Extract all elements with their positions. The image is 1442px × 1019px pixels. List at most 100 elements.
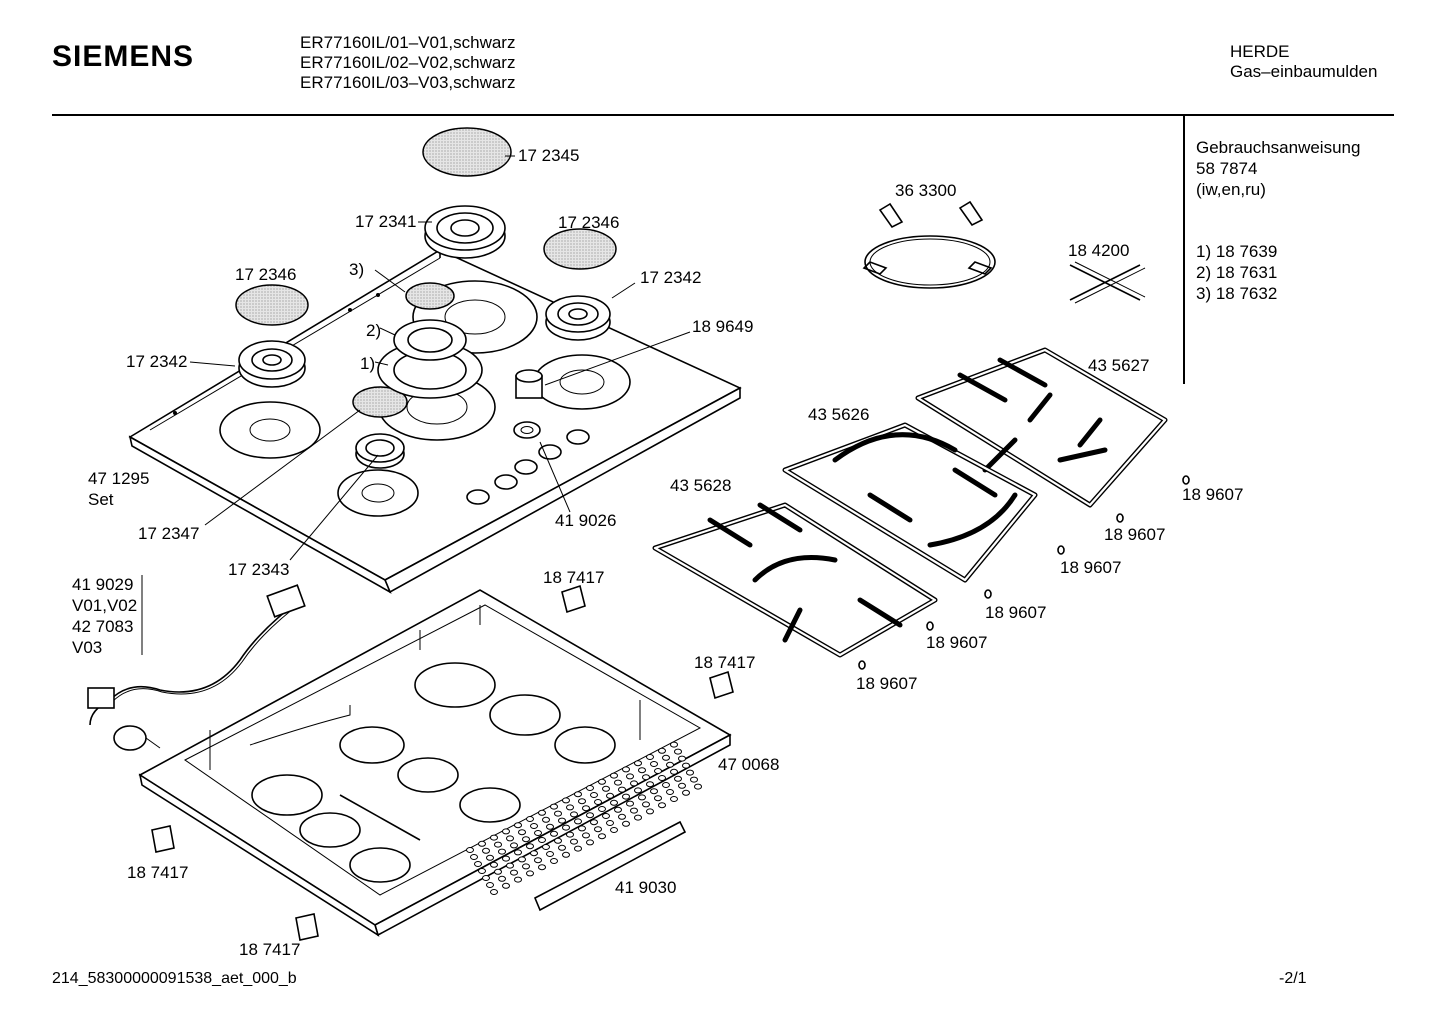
vent-hole: [654, 768, 662, 774]
vent-hole: [514, 849, 522, 856]
burner-heads: [238, 205, 611, 469]
vent-hole: [650, 761, 658, 767]
vent-hole: [662, 782, 670, 788]
vent-hole: [522, 836, 530, 843]
vent-hole: [618, 813, 626, 820]
vent-hole: [678, 755, 686, 762]
vent-hole: [622, 820, 630, 827]
tray-mounts: [251, 662, 616, 883]
label-363300: 36 3300: [895, 181, 957, 200]
vent-hole: [618, 786, 626, 793]
vent-hole: [666, 761, 674, 768]
vent-hole: [478, 840, 486, 847]
label-189607-5: 18 9607: [926, 633, 988, 652]
vent-hole: [554, 810, 562, 817]
label-172346-left: 17 2346: [235, 265, 297, 284]
document-id: 214_58300000091538_aet_000_b: [52, 970, 297, 987]
vent-hole: [598, 806, 606, 812]
vent-hole: [674, 775, 682, 782]
vent-hole: [562, 851, 570, 858]
vent-hole: [526, 870, 534, 877]
vent-hole: [626, 773, 634, 780]
vent-hole: [550, 830, 558, 837]
mounting-clips: [151, 584, 734, 941]
vent-hole: [490, 889, 498, 895]
label-187417-2: 18 7417: [694, 653, 756, 672]
vent-hole: [526, 816, 534, 822]
vent-hole: [558, 817, 566, 824]
vent-hole: [490, 834, 498, 841]
vent-hole: [574, 818, 582, 825]
model-line-1: ER77160IL/01–V01,schwarz: [300, 33, 516, 52]
vent-hole: [534, 857, 542, 864]
wok-ring-part: [862, 200, 996, 289]
vent-hole: [598, 778, 606, 785]
vent-hole: [562, 824, 570, 831]
vent-hole: [670, 741, 678, 748]
vent-hole: [518, 829, 526, 836]
label-ref-1: 1): [360, 354, 376, 373]
leader-lines: [189, 155, 691, 561]
vent-hole: [594, 799, 602, 805]
vent-hole: [586, 839, 594, 846]
manual-languages: (iw,en,ru): [1196, 180, 1266, 199]
label-471295-set: Set: [88, 490, 114, 509]
vent-hole: [634, 814, 642, 821]
brand-logo: SIEMENS: [52, 40, 195, 73]
vent-hole: [694, 783, 702, 790]
vent-hole: [514, 876, 522, 883]
vent-hole: [606, 820, 614, 826]
label-ref-2: 2): [366, 321, 382, 340]
vent-hole: [582, 805, 590, 812]
vent-hole: [646, 781, 654, 788]
label-172342-right: 17 2342: [640, 268, 702, 287]
label-172346-right: 17 2346: [558, 213, 620, 232]
simmer-plate-part: [1069, 261, 1146, 304]
pan-supports: [652, 347, 1168, 658]
manual-label: Gebrauchsanweisung: [1196, 138, 1361, 157]
vent-hole: [682, 789, 690, 796]
label-419029: 41 9029: [72, 575, 134, 594]
vent-hole: [562, 797, 570, 804]
vent-hole: [630, 780, 638, 787]
vent-hole: [670, 768, 678, 775]
vent-hole: [622, 766, 630, 773]
vent-hole: [622, 793, 630, 800]
vent-hole: [658, 747, 666, 754]
vent-hole: [654, 795, 662, 802]
label-187417-4: 18 7417: [239, 940, 301, 959]
vent-hole: [494, 868, 502, 875]
vent-hole: [506, 862, 514, 869]
vent-hole: [518, 856, 526, 863]
vent-hole: [542, 816, 550, 823]
vent-hole: [646, 808, 654, 815]
vent-hole: [530, 823, 538, 829]
vent-hole: [502, 882, 510, 889]
category-title: HERDE: [1230, 42, 1290, 61]
vent-hole: [538, 809, 546, 816]
vent-hole: [678, 782, 686, 789]
label-470068: 47 0068: [718, 755, 780, 774]
burner-caps: [235, 127, 617, 418]
vent-hole: [602, 785, 610, 792]
label-435627: 43 5627: [1088, 356, 1150, 375]
vent-hole: [558, 844, 566, 851]
label-189607-3: 18 9607: [1060, 558, 1122, 577]
vent-hole: [646, 754, 654, 760]
vent-hole: [610, 799, 618, 806]
vent-hole: [614, 806, 622, 813]
vent-hole: [594, 826, 602, 833]
vent-hole: [586, 812, 594, 819]
note-2: 2) 18 7631: [1196, 263, 1278, 282]
vent-hole: [570, 838, 578, 845]
vent-hole: [670, 796, 678, 802]
label-471295: 47 1295: [88, 469, 150, 488]
vent-hole: [566, 831, 574, 838]
vent-hole: [510, 842, 518, 849]
vent-hole: [630, 807, 638, 814]
vent-hole: [614, 779, 622, 786]
label-172342-left: 17 2342: [126, 352, 188, 371]
vent-grid: [466, 741, 702, 895]
model-line-3: ER77160IL/03–V03,schwarz: [300, 73, 516, 92]
label-187417-3: 18 7417: [127, 863, 189, 882]
